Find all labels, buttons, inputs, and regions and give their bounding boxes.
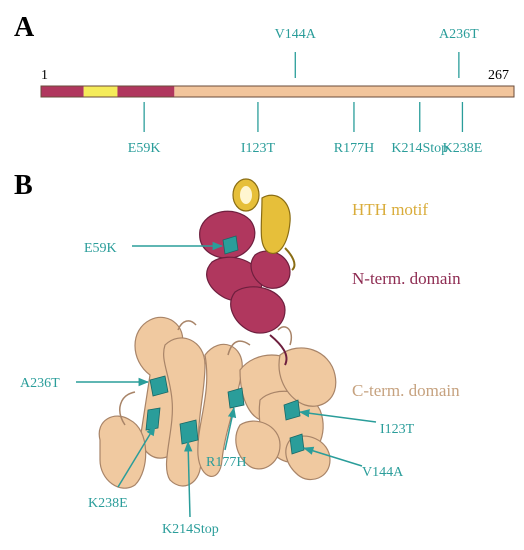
arrow-i123t	[298, 409, 377, 423]
label-c-term-domain: C-term. domain	[352, 381, 460, 400]
mutation-label-a236t: A236T	[439, 27, 479, 42]
sequence-segment-2	[117, 86, 175, 97]
sequence-start-label: 1	[41, 68, 48, 83]
sequence-segment-1	[83, 86, 118, 97]
arrow-r177h	[224, 406, 237, 451]
mutation-sites	[145, 235, 305, 455]
sequence-bar-outline	[40, 85, 515, 98]
arrow-v144a	[302, 446, 363, 467]
mutation-label-k214stop: K214Stop	[391, 141, 448, 156]
label-k238e: K238E	[88, 496, 128, 511]
sequence-segment-0	[41, 86, 84, 97]
arrow-k238e	[117, 425, 156, 488]
panel-a-label: A	[14, 12, 35, 43]
label-r177h: R177H	[206, 455, 246, 470]
label-i123t: I123T	[380, 422, 415, 437]
mutation-label-k238e: K238E	[443, 141, 483, 156]
sequence-end-label: 267	[488, 68, 509, 83]
mutation-label-e59k: E59K	[128, 141, 161, 156]
n-c-linker	[269, 334, 288, 366]
sequence-segment-3	[174, 86, 514, 97]
protein-structure	[76, 178, 377, 518]
label-k214stop: K214Stop	[162, 522, 219, 537]
label-a236t: A236T	[20, 376, 60, 391]
panel-b-label: B	[14, 170, 33, 201]
mutation-label-v144a: V144A	[275, 27, 317, 42]
n-terminal-domain-cartoon	[199, 210, 291, 334]
mutation-label-r177h: R177H	[334, 141, 374, 156]
label-e59k: E59K	[84, 241, 117, 256]
c-terminal-loops	[119, 320, 292, 426]
mutation-label-i123t: I123T	[241, 141, 276, 156]
arrow-k214stop	[184, 440, 193, 518]
label-v144a: V144A	[362, 465, 404, 480]
hth-loop	[284, 247, 296, 271]
hth-helix-core	[240, 186, 252, 204]
sequence-bar	[40, 85, 515, 98]
label-n-term-domain: N-term. domain	[352, 269, 461, 288]
label-hth-motif: HTH motif	[352, 200, 428, 219]
